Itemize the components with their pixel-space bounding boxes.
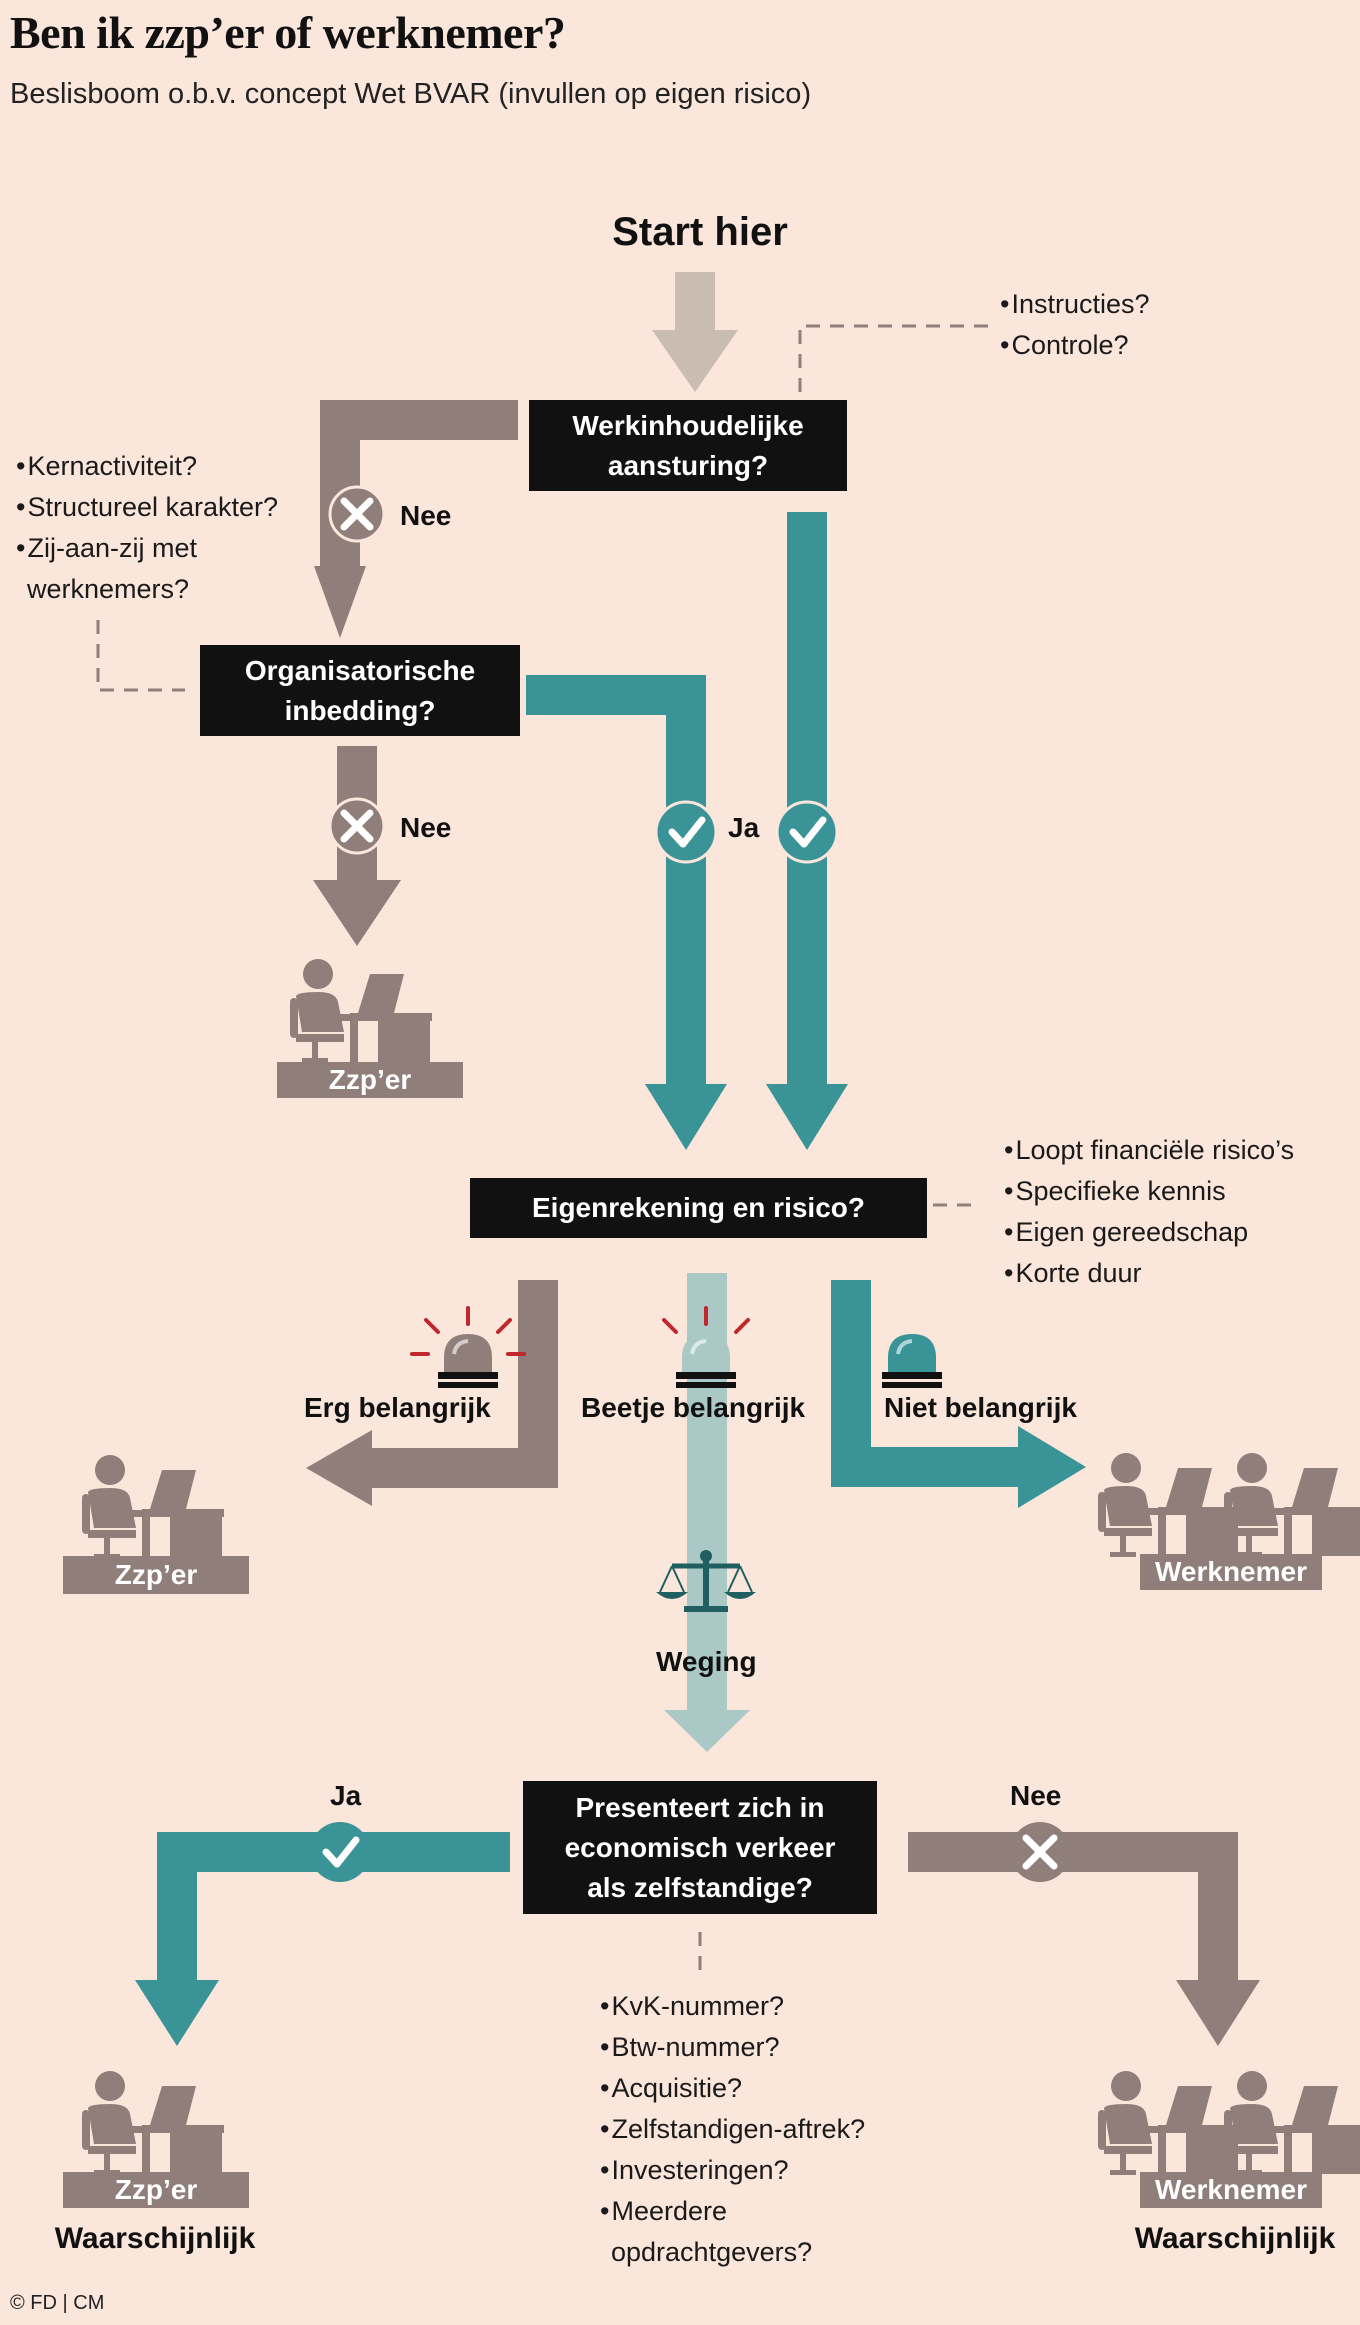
label-nee-zelfstandige: Nee [1010,1780,1062,1811]
note-item: Controle? [1000,325,1150,366]
cross-icon [328,797,386,855]
check-icon [775,800,839,864]
person-at-desk-icon [290,959,432,1063]
label-beetje-belangrijk: Beetje belangrijk [581,1392,806,1423]
outcome-zzp-badge: Zzp’er [114,1559,198,1590]
question-line: als zelfstandige? [587,1871,813,1903]
person-at-desk-icon [1098,2071,1240,2175]
label-weging: Weging [656,1646,757,1677]
note-item: Structureel karakter? [16,487,278,528]
page-title: Ben ik zzp’er of werknemer? [10,7,566,58]
credit: © FD | CM [10,2292,105,2314]
question-eigenrekening-en-risico: Eigenrekening en risico? [470,1178,927,1238]
outcome-werknemer-badge: Werknemer [1154,2174,1307,2205]
question-werkinhoudelijke-aansturing: Werkinhoudelijke aansturing? [529,400,847,491]
note-item: Korte duur [1004,1253,1294,1294]
note-item: Btw-nummer? [600,2027,865,2068]
person-at-desk-icon [82,1455,224,1559]
outcome-zzp-badge: Zzp’er [114,2174,198,2205]
alarm-light-icon [880,1332,944,1390]
label-erg-belangrijk: Erg belangrijk [304,1392,491,1423]
note-item: Kernactiviteit? [16,446,278,487]
note-item: Eigen gereedschap [1004,1212,1294,1253]
notes-aansturing: Instructies? Controle? [1000,284,1150,366]
label-nee-inbedding: Nee [400,812,452,843]
check-icon [310,1822,370,1882]
question-line: Presenteert zich in [575,1791,825,1823]
label-waarschijnlijk-zzp: Waarschijnlijk [54,2222,256,2255]
note-item: Meerdere [600,2191,865,2232]
cross-icon [1010,1822,1070,1882]
question-line: economisch verkeer [564,1831,836,1863]
note-item: Zij-aan-zij met [16,528,278,569]
person-at-desk-icon [82,2071,224,2175]
note-item: Specifieke kennis [1004,1171,1294,1212]
label-waarschijnlijk-werknemer: Waarschijnlijk [1134,2222,1336,2255]
person-at-desk-icon [1224,2071,1360,2175]
label-ja-zelfstandige: Ja [330,1780,362,1811]
notes-inbedding: Kernactiviteit? Structureel karakter? Zi… [16,446,278,610]
question-organisatorische-inbedding: Organisatorische inbedding? [200,645,520,736]
check-icon [654,800,718,864]
question-presenteert-zich-als-zelfstandige: Presenteert zich in economisch verkeer als… [523,1781,877,1914]
label-nee-aansturing: Nee [400,500,452,531]
page-subtitle: Beslisboom o.b.v. concept Wet BVAR (invu… [10,78,812,110]
question-line: Eigenrekening en risico? [532,1192,865,1223]
note-item: Investeringen? [600,2150,865,2191]
alarm-light-icon [662,1306,750,1390]
person-at-desk-icon [1224,1453,1360,1557]
person-at-desk-icon [1098,1453,1240,1557]
label-ja-main: Ja [728,812,760,843]
note-item: Zelfstandigen-aftrek? [600,2109,865,2150]
note-item: opdrachtgevers? [611,2237,813,2267]
notes-zelfstandige: KvK-nummer? Btw-nummer? Acquisitie? Zelf… [600,1986,865,2273]
question-line: aansturing? [607,449,769,481]
note-item: Acquisitie? [600,2068,865,2109]
notes-eigenrekening: Loopt financiële risico’s Specifieke ken… [1004,1130,1294,1294]
outcome-werknemer-badge: Werknemer [1154,1556,1307,1587]
question-line: Organisatorische [244,654,476,686]
alarm-light-icon [410,1306,526,1390]
note-item: KvK-nummer? [600,1986,865,2027]
note-item: Instructies? [1000,284,1149,325]
scale-icon [656,1550,756,1612]
start-label: Start hier [612,210,788,254]
label-niet-belangrijk: Niet belangrijk [884,1392,1077,1423]
question-line: Werkinhoudelijke [572,409,804,441]
question-line: inbedding? [284,694,436,726]
cross-icon [328,485,386,543]
note-item: werknemers? [27,574,190,604]
note-item: Loopt financiële risico’s [1004,1130,1294,1171]
outcome-zzp-badge: Zzp’er [328,1064,412,1095]
